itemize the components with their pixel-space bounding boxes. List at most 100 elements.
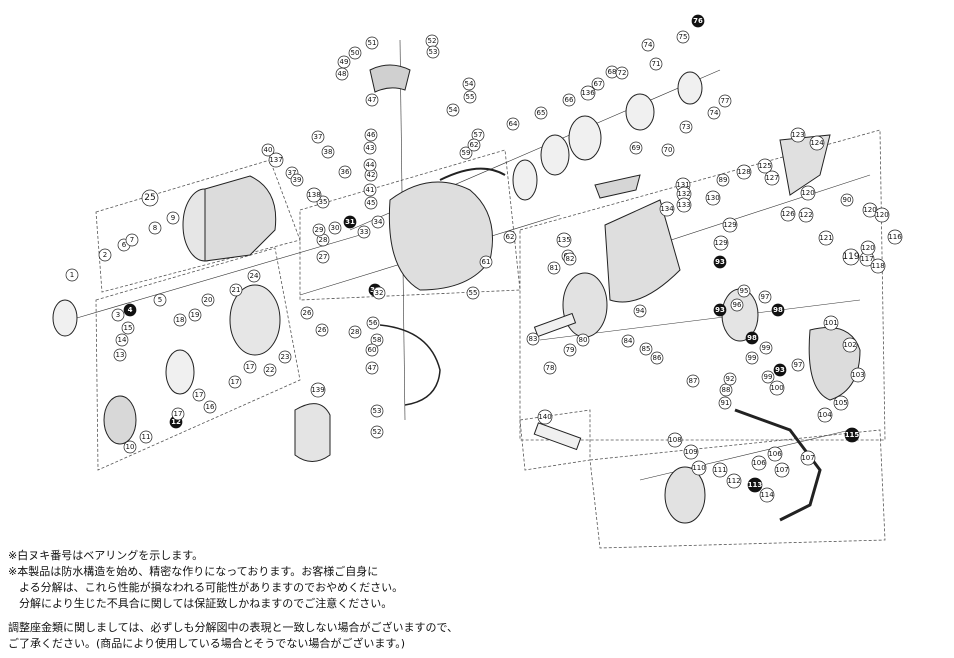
callout-number: 20 [204,296,213,304]
callout-number: 116 [888,233,902,241]
callout-number: 104 [818,411,832,419]
callout-number: 11 [142,433,151,441]
callout-114: 114 [759,487,775,503]
callout-marker [887,229,903,245]
callout-52: 52 [425,34,439,48]
callout-marker [716,173,730,187]
callout-89: 89 [716,173,730,187]
callout-number: 18 [176,316,185,324]
callout-80: 80 [576,333,590,347]
callout-number: 121 [819,234,832,242]
callout-number: 134 [660,205,674,213]
callout-98: 98 [771,303,785,317]
callout-number: 54 [465,80,474,88]
callout-marker [243,360,257,374]
callout-marker [203,400,217,414]
callout-number: 28 [351,328,360,336]
handle-shaft [533,422,582,451]
callout-marker [141,189,159,207]
callout-86: 86 [650,351,664,365]
callout-marker [228,375,242,389]
callout-41: 41 [363,183,377,197]
spool-skirt [229,284,281,356]
callout-marker [563,343,577,357]
callout-marker [629,141,643,155]
callout-58: 58 [370,333,384,347]
callout-122: 122 [798,207,814,223]
callout-number: 138 [307,191,320,199]
callout-number: 32 [375,289,384,297]
callout-number: 64 [509,120,518,128]
note-line: 分解により生じた不具合に関しては保証致しかねますのでご注意ください。 [8,597,393,610]
callout-38: 38 [321,145,335,159]
callout-95: 95 [737,284,751,298]
callout-number: 55 [466,93,475,101]
callout-123: 123 [790,127,806,143]
callout-marker [659,201,675,217]
callout-number: 119 [842,252,859,262]
callout-26: 26 [300,306,314,320]
callout-84: 84 [621,334,635,348]
callout-marker [65,268,79,282]
callout-marker [759,341,773,355]
callout-marker [263,363,277,377]
callout-118: 118 [870,258,886,274]
callout-marker [661,143,675,157]
callout-83: 83 [526,332,540,346]
callout-marker [736,164,752,180]
callout-number: 137 [269,156,282,164]
callout-number: 74 [710,109,719,117]
callout-number: 112 [727,477,740,485]
callout-number: 99 [764,373,773,381]
callout-8: 8 [148,221,162,235]
callout-55: 55 [463,90,477,104]
callout-number: 106 [768,450,782,458]
callout-marker [466,286,480,300]
callout-number: 58 [373,336,382,344]
callout-99: 99 [745,351,759,365]
callout-number: 55 [469,289,478,297]
rotor-nut [540,134,570,176]
rotor [388,181,493,291]
callout-number: 23 [281,353,290,361]
callout-number: 120 [863,206,876,214]
callout-number: 68 [608,68,617,76]
callout-number: 108 [668,436,681,444]
callout-78: 78 [543,361,557,375]
callout-14: 14 [115,333,129,347]
callout-116: 116 [887,229,903,245]
callout-marker [817,407,833,423]
callout-marker [745,351,759,365]
callout-marker [188,308,202,322]
bearing-cap [625,93,655,131]
callout-number: 106 [752,459,766,467]
callout-marker [98,248,112,262]
note-line: ご了承ください。(商品により使用している場合とそうでない場合がございます。) [8,637,406,650]
callout-133: 133 [676,197,692,213]
callout-2: 2 [98,248,112,262]
callout-marker [506,117,520,131]
callout-129: 129 [713,235,729,251]
callout-number: 94 [636,307,645,315]
callout-18: 18 [173,313,187,327]
callout-marker [547,261,561,275]
callout-marker [713,235,729,251]
line-roller [369,64,411,93]
spool-cover [294,403,331,462]
callout-73: 73 [679,120,693,134]
callout-number: 28 [319,236,328,244]
callout-marker [173,313,187,327]
callout-marker [192,388,206,402]
callout-number: 75 [679,33,688,41]
callout-number: 51 [368,39,377,47]
callout-number: 135 [557,236,570,244]
callout-17: 17 [228,375,242,389]
callout-15: 15 [121,321,135,335]
callout-marker [730,298,744,312]
callout-39: 39 [290,173,304,187]
callout-marker [767,446,783,462]
callout-128: 128 [736,164,752,180]
callout-81: 81 [547,261,561,275]
callout-marker [649,57,663,71]
callout-85: 85 [639,342,653,356]
